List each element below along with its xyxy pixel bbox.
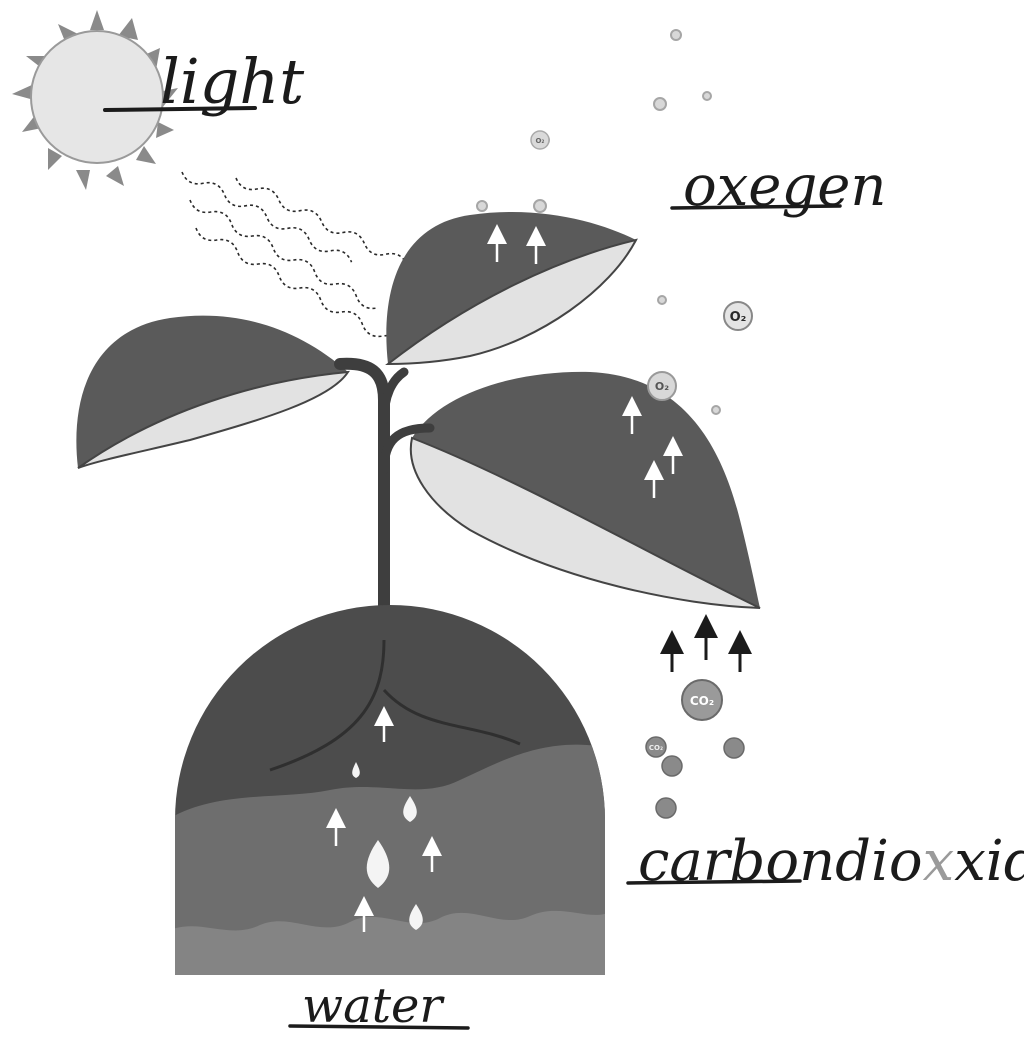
- light-underline: [105, 108, 255, 110]
- soil: [170, 600, 610, 980]
- carbon-dioxide-struck-letter: x: [923, 829, 955, 894]
- oxygen-molecule-medium: O₂: [648, 372, 676, 400]
- svg-text:O₂: O₂: [655, 380, 669, 393]
- water-label: water: [290, 978, 468, 1034]
- oxygen-molecule-small: O₂: [531, 131, 549, 149]
- carbon-dioxide-text: carbondio: [638, 829, 923, 894]
- carbon-dioxide-label: carbondioxxide: [628, 829, 1024, 894]
- oxygen-label: oxegen: [672, 154, 887, 219]
- svg-text:CO₂: CO₂: [690, 694, 714, 708]
- oxygen-molecule-large: O₂: [724, 302, 752, 330]
- water-underline: [290, 1026, 468, 1028]
- co2-molecule-large: CO₂: [682, 680, 722, 720]
- svg-text:O₂: O₂: [535, 137, 544, 145]
- carbon-dioxide-text-end: xide: [954, 829, 1024, 894]
- sun: [12, 10, 178, 190]
- svg-text:O₂: O₂: [730, 310, 747, 325]
- sun-disc: [31, 31, 163, 163]
- leaf-left: [76, 316, 348, 468]
- oxygen-underline: [672, 206, 840, 208]
- stem: [340, 364, 430, 640]
- svg-text:carbondioxxide: carbondioxxide: [638, 829, 1024, 894]
- carbon-dioxide-underline: [628, 881, 800, 883]
- leaf-top: [386, 212, 636, 364]
- co2-arrows: [672, 626, 740, 672]
- leaf-right: [411, 372, 760, 608]
- co2-small-label: CO₂: [649, 744, 663, 752]
